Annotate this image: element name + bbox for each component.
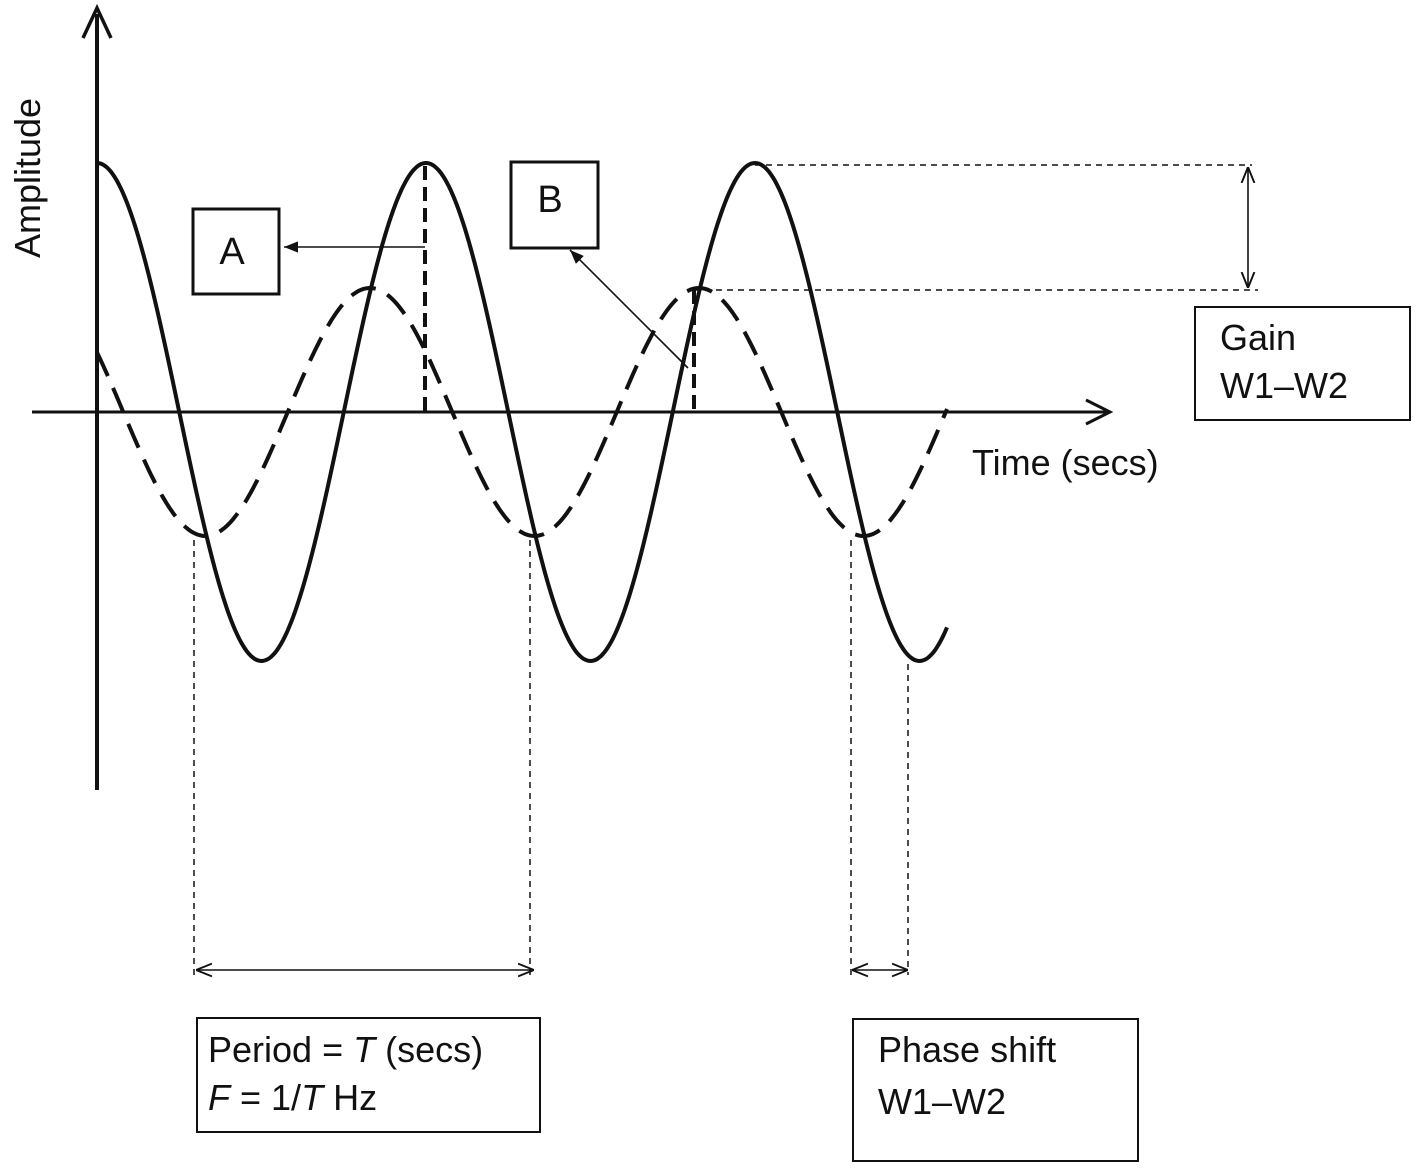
label-box-b: B (509, 160, 600, 250)
phase-box: Phase shift W1–W2 (852, 1018, 1139, 1162)
freq-mid: = 1/ (230, 1077, 301, 1118)
axes (32, 3, 1114, 790)
gain-subtitle: W1–W2 (1220, 365, 1348, 406)
freq-var-f: F (208, 1077, 232, 1118)
y-axis-label: Amplitude (7, 98, 48, 258)
phase-guides (850, 540, 909, 975)
freq-var-t: T (301, 1077, 326, 1118)
x-axis-label: Time (secs) (972, 442, 1159, 483)
wave-w2-dashed (95, 285, 949, 539)
x-axis-arrowhead (1085, 398, 1114, 426)
gain-title: Gain (1220, 317, 1296, 358)
period-guides (193, 540, 534, 975)
period-prefix: Period = (208, 1029, 353, 1070)
freq-suffix: Hz (323, 1077, 377, 1118)
frequency-text: F = 1/T Hz (208, 1077, 377, 1118)
gain-guides (694, 164, 1258, 291)
y-axis-arrowhead (81, 3, 113, 39)
period-var: T (353, 1029, 378, 1070)
phase-subtitle: W1–W2 (878, 1081, 1006, 1122)
box-a-text: A (219, 231, 245, 273)
period-suffix: (secs) (375, 1029, 483, 1070)
arrow-to-b (569, 249, 689, 369)
gain-box: Gain W1–W2 (1194, 306, 1411, 421)
box-b-text: B (537, 179, 562, 221)
period-box: Period = T (secs) F = 1/T Hz (196, 1017, 541, 1133)
wave-w1-solid (96, 160, 949, 664)
period-text: Period = T (secs) (208, 1029, 483, 1070)
phase-title: Phase shift (878, 1029, 1056, 1070)
label-box-a: A (191, 207, 281, 296)
